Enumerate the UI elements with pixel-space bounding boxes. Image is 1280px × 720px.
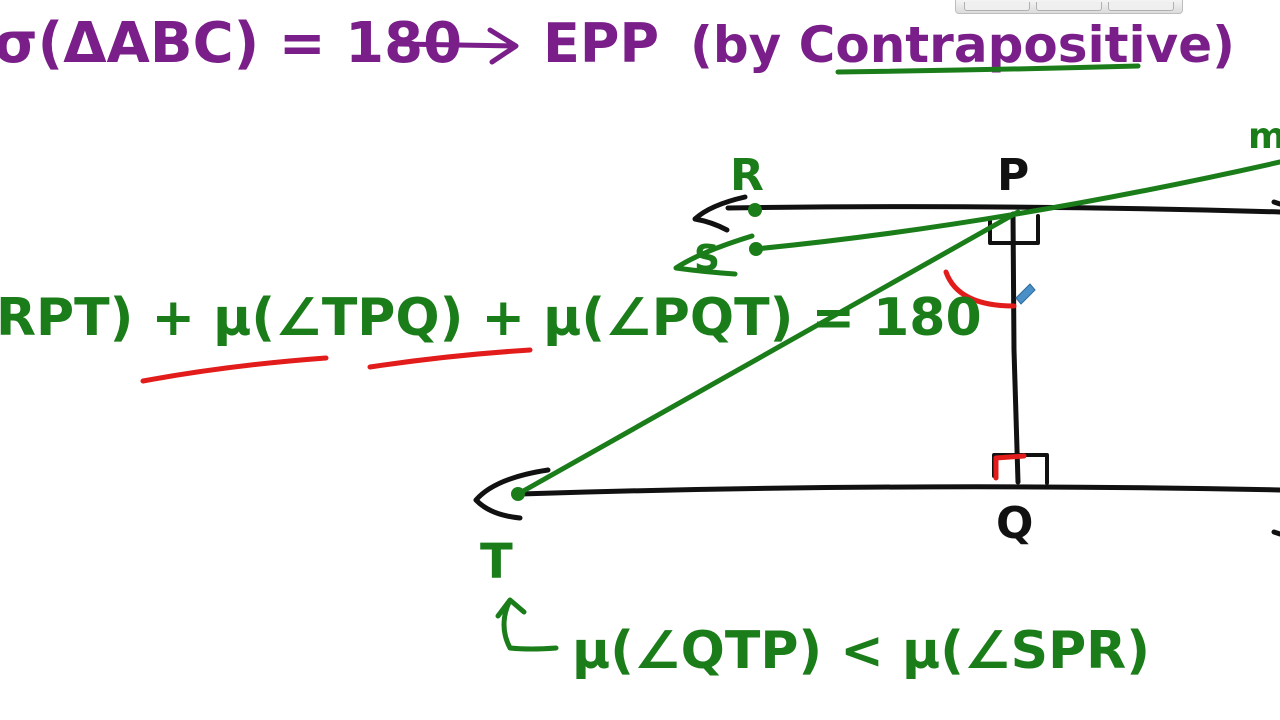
point-s <box>749 242 763 256</box>
angle-arc-pqt <box>993 453 1027 481</box>
angle-arc-tpq <box>943 269 1017 309</box>
point-r <box>748 203 762 217</box>
arrow-implies <box>397 27 519 65</box>
label-s: S <box>694 238 720 279</box>
formula-contrapositive-note: (by Contrapositive) <box>690 16 1235 74</box>
window-toolbar <box>955 0 1183 14</box>
label-p: P <box>997 150 1029 201</box>
transversal-tp <box>515 209 1021 497</box>
toolbar-button[interactable] <box>1108 2 1174 11</box>
toolbar-button[interactable] <box>1036 2 1102 11</box>
arrow-from-t <box>495 597 559 652</box>
line-m-arrowhead <box>673 233 755 277</box>
right-edge-tick-bottom <box>1271 529 1280 537</box>
right-edge-tick-top <box>1271 199 1280 207</box>
pen-tip-icon <box>1015 283 1036 305</box>
line-arrowhead-left-top <box>692 194 748 233</box>
angle-sum-equation: RPT) + μ(∠TPQ) + μ(∠PQT) = 180 <box>0 288 982 348</box>
angle-inequality: μ(∠QTP) < μ(∠SPR) <box>572 621 1150 681</box>
label-r: R <box>730 150 764 201</box>
line-through-q <box>517 484 1280 497</box>
label-q: Q <box>996 498 1033 549</box>
segment-pq <box>1010 211 1021 485</box>
point-t <box>511 487 525 501</box>
formula-sum-triangle: σ(ΔABC) = 180 <box>0 11 462 76</box>
toolbar-button[interactable] <box>964 2 1030 11</box>
label-m: m <box>1248 116 1280 157</box>
line-through-p <box>725 204 1280 215</box>
line-arrowhead-left-bottom <box>473 467 551 521</box>
contrapositive-underline <box>835 63 1141 75</box>
underline-tpq <box>140 355 329 384</box>
formula-epp: EPP <box>543 12 659 75</box>
underline-pqt <box>367 347 533 370</box>
label-t: T <box>480 534 513 590</box>
